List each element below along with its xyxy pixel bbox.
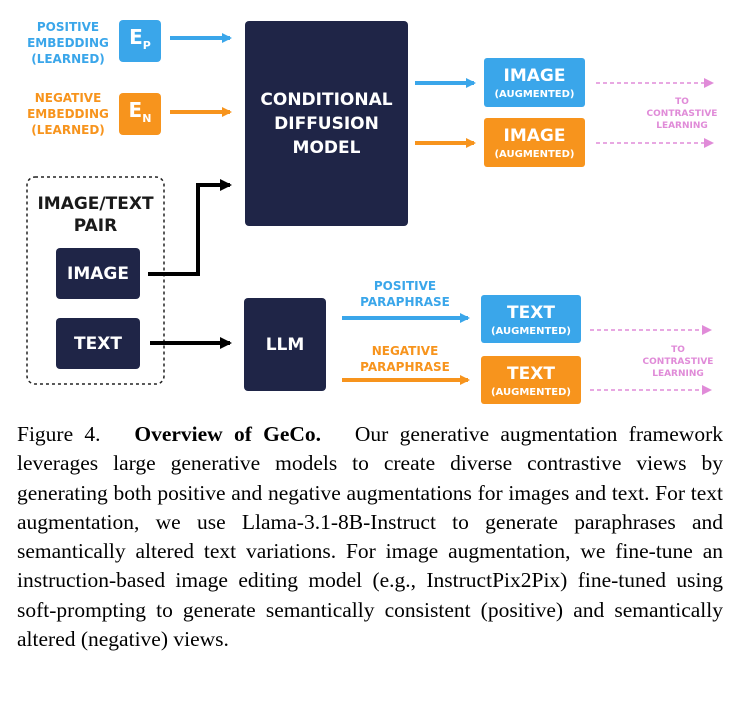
caption-title: Overview of GeCo.	[134, 422, 322, 446]
text-augmented-positive-box: TEXT (AUGMENTED)	[481, 295, 581, 343]
to-contrastive-learning-label-1: TO CONTRASTIVE LEARNING	[646, 97, 718, 131]
caption-body: Our generative augmentation framework le…	[17, 422, 723, 652]
image-to-diffusion-arrow	[148, 179, 232, 276]
figure-label: Figure 4.	[17, 422, 101, 446]
llm-box: LLM	[244, 298, 326, 391]
geco-diagram: POSITIVE EMBEDDING (LEARNED) NEGATIVE EM…	[26, 20, 718, 404]
conditional-diffusion-model-box: CONDITIONAL DIFFUSION MODEL	[245, 21, 408, 226]
negative-paraphrase-label: NEGATIVE PARAPHRASE	[360, 344, 450, 374]
text-augmented-negative-box: TEXT (AUGMENTED)	[481, 356, 581, 404]
image-augmented-positive-box: IMAGE (AUGMENTED)	[484, 58, 585, 107]
image-augmented-negative-box: IMAGE (AUGMENTED)	[484, 118, 585, 167]
positive-embedding-label: POSITIVE EMBEDDING (LEARNED)	[27, 20, 109, 66]
positive-paraphrase-label: POSITIVE PARAPHRASE	[360, 279, 450, 309]
image-input-box: IMAGE	[56, 248, 140, 299]
image-text-pair-title: IMAGE/TEXT PAIR	[37, 194, 154, 236]
to-contrastive-learning-label-2: TO CONTRASTIVE LEARNING	[642, 345, 714, 379]
text-input-box: TEXT	[56, 318, 140, 369]
figure-caption: Figure 4. Overview of GeCo. Our generati…	[17, 420, 723, 654]
ep-box: EP	[119, 20, 161, 62]
diagram-arrows	[26, 33, 714, 395]
en-box: EN	[119, 93, 161, 135]
pair-container	[26, 176, 165, 385]
negative-embedding-label: NEGATIVE EMBEDDING (LEARNED)	[27, 91, 109, 137]
